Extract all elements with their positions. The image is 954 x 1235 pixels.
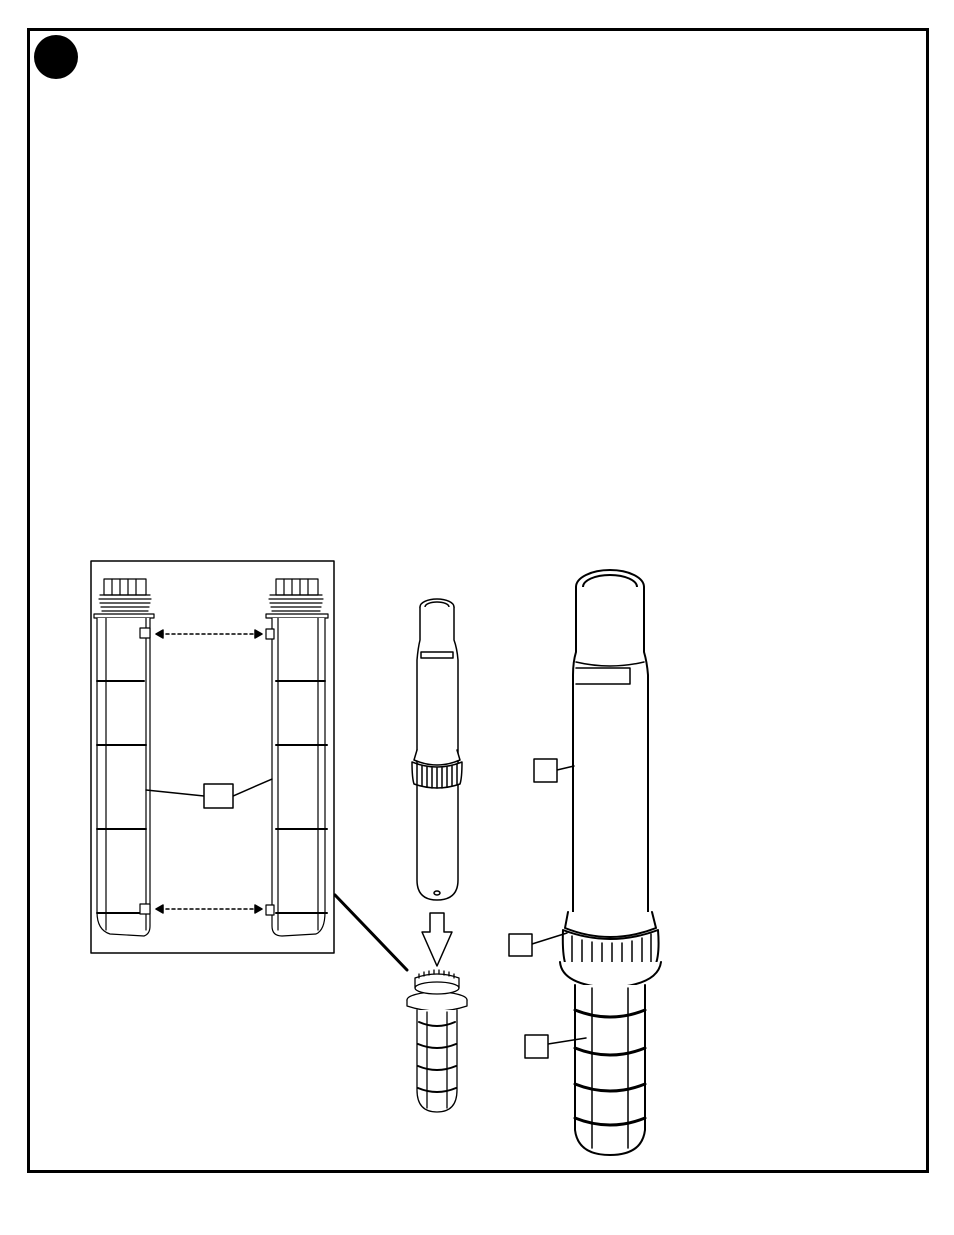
- anchor-half-left: [94, 579, 154, 936]
- callout-upper-pole: [534, 759, 574, 782]
- anchor-half-right: [266, 579, 328, 936]
- small-pole: [412, 599, 462, 900]
- insert-arrow: [422, 913, 452, 966]
- large-pole-assembly: [560, 570, 661, 1155]
- inset-panel: [91, 561, 334, 953]
- callout-collar: [509, 933, 567, 956]
- small-anchor: [407, 970, 467, 1112]
- inset-leader-line: [335, 895, 407, 970]
